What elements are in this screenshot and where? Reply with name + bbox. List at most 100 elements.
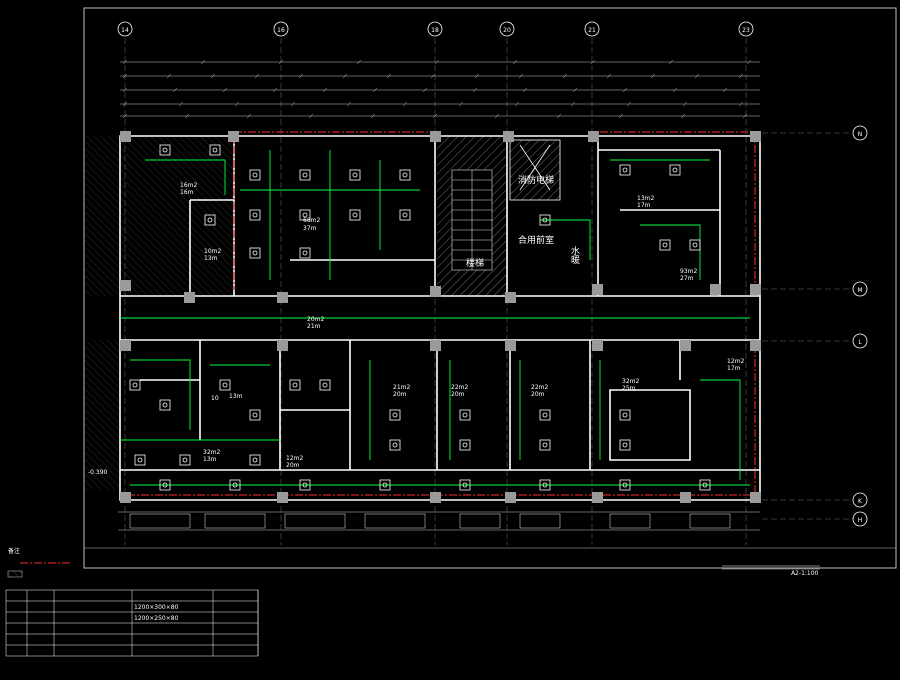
room-r1-height: 16m: [180, 189, 194, 196]
light-fixture: [619, 439, 631, 451]
dimension-tick: [370, 113, 376, 119]
room-r2-height: 37m: [303, 225, 317, 232]
grid-bubble-label: 18: [431, 27, 439, 34]
light-fixture: [459, 479, 471, 491]
room-r2-area: 68m2: [303, 217, 320, 224]
stair-label: 楼梯: [466, 257, 484, 269]
light-fixture: [539, 479, 551, 491]
exterior-hatch-left: [84, 136, 234, 296]
dimension-tick: [650, 73, 656, 79]
column: [750, 284, 761, 295]
dimension-tick: [122, 101, 128, 107]
exterior-hatch-left-lower: [84, 340, 120, 490]
dimension-tick: [386, 73, 392, 79]
column: [120, 492, 131, 503]
light-fixture: [299, 169, 311, 181]
room-r12-height: 20m: [451, 391, 465, 398]
dimension-tick: [254, 73, 260, 79]
light-fixture: [159, 144, 171, 156]
dimension-tick: [432, 113, 438, 119]
ceiling-wiring: [120, 150, 750, 486]
grid-bubble-label: 14: [121, 27, 129, 34]
light-fixture: [459, 439, 471, 451]
grid-bubble-21: [584, 21, 600, 37]
light-fixture: [179, 454, 191, 466]
grid-row-label: H: [858, 517, 863, 524]
column: [120, 131, 131, 142]
light-fixture: [399, 209, 411, 221]
room-r16-area: 32m2: [203, 449, 220, 456]
light-fixture: [319, 379, 331, 391]
dimension-tick: [512, 59, 518, 65]
light-fixture: [379, 479, 391, 491]
column: [277, 340, 288, 351]
dimension-tick: [222, 87, 228, 93]
grid-row-bubble-N: [852, 125, 868, 141]
column: [503, 131, 514, 142]
dimension-tick: [556, 113, 562, 119]
light-fixture: [669, 164, 681, 176]
lift-core: [509, 139, 561, 201]
dimension-tick: [178, 101, 184, 107]
dimension-tick: [430, 73, 436, 79]
light-fixture: [219, 379, 231, 391]
dimension-tick: [246, 113, 252, 119]
dimension-lines-bottom: [118, 511, 760, 531]
light-fixture: [349, 209, 361, 221]
room-r12-area: 22m2: [451, 384, 468, 391]
room-labels: 16m2 16m 68m2 37m 10m2 13m 20m2 21m 93m2…: [180, 182, 744, 469]
dimension-tick: [474, 73, 480, 79]
dimension-tick: [672, 87, 678, 93]
column: [228, 131, 239, 142]
light-fixture: [129, 379, 141, 391]
grid-row-label: L: [858, 339, 862, 346]
dimension-tick: [722, 87, 728, 93]
column: [505, 492, 516, 503]
dimension-tick: [738, 73, 744, 79]
dimension-tick: [680, 113, 686, 119]
light-fixture: [619, 479, 631, 491]
light-fixture: [659, 239, 671, 251]
light-fixture: [539, 409, 551, 421]
grid-bubble-14: [117, 21, 133, 37]
dimension-tick: [308, 113, 314, 119]
room-r13-height: 20m: [531, 391, 545, 398]
dimension-tick: [682, 101, 688, 107]
room-r8-area: 20m2: [307, 316, 324, 323]
dimension-tick: [290, 101, 296, 107]
column: [750, 492, 761, 503]
dimension-tick: [472, 87, 478, 93]
dimension-tick: [372, 87, 378, 93]
elevation-label: -0.390: [88, 469, 108, 476]
dimension-tick: [618, 113, 624, 119]
dimension-tick: [622, 87, 628, 93]
column: [680, 340, 691, 351]
column: [120, 280, 131, 291]
dimension-tick: [172, 87, 178, 93]
light-fixture: [459, 409, 471, 421]
room-r17-area: 12m2: [286, 455, 303, 462]
room-r10-height: 17m: [637, 202, 651, 209]
dimension-tick: [122, 113, 128, 119]
scale-label: A2-1:100: [791, 570, 819, 577]
grid-bubble-label: 21: [588, 27, 596, 34]
column: [505, 292, 516, 303]
dimension-tick: [518, 73, 524, 79]
light-fixture: [159, 399, 171, 411]
column: [430, 286, 441, 297]
column: [430, 340, 441, 351]
grid-bubble-label: 20: [503, 27, 511, 34]
dimension-tick: [210, 73, 216, 79]
light-fixture: [299, 479, 311, 491]
room-r19-height: 10: [211, 395, 219, 402]
room-r9-area: 93m2: [680, 268, 697, 275]
light-fixture: [204, 214, 216, 226]
column: [592, 492, 603, 503]
grid-row-bubble-L: [852, 333, 868, 349]
room-r9-height: 27m: [680, 275, 694, 282]
structural-columns: [120, 131, 761, 503]
light-fixture: [699, 479, 711, 491]
